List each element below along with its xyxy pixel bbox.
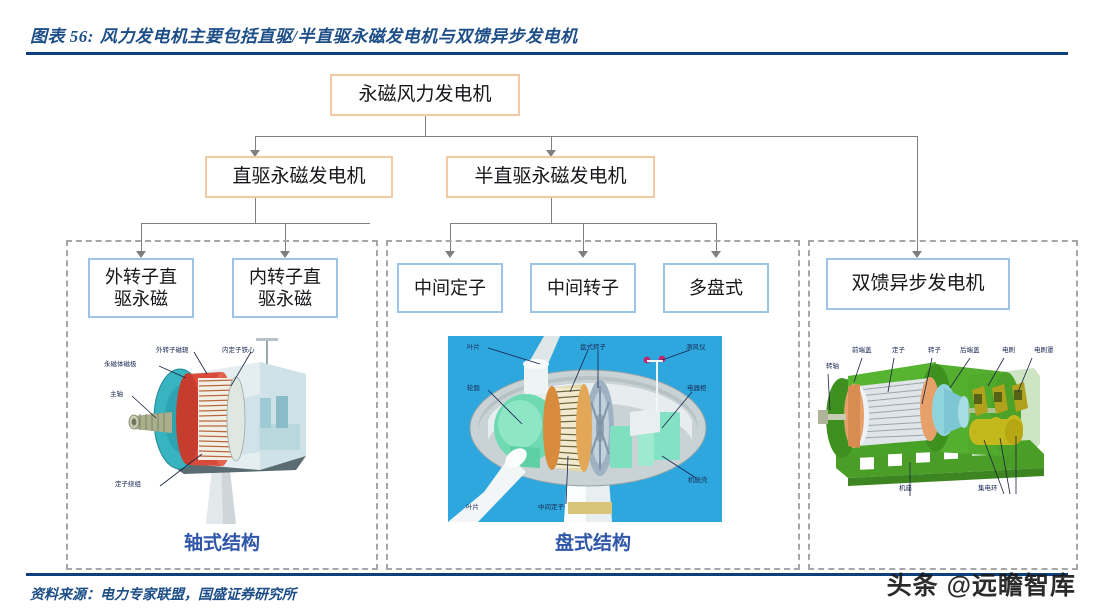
node-multi-disc[interactable]: 多盘式	[663, 263, 769, 313]
dfig-label-front-cover: 前端盖	[852, 347, 872, 354]
node-semi-direct-drive-pm-generator[interactable]: 半直驱永磁发电机	[446, 156, 655, 198]
arrow-multi-disc	[711, 251, 721, 258]
node-middle-stator[interactable]: 中间定子	[397, 263, 503, 313]
axial-flux-generator-cutaway	[110, 334, 360, 524]
node-permanent-magnet-wind-generator[interactable]: 永磁风力发电机	[330, 74, 520, 116]
connector-direct-right	[285, 223, 286, 253]
connector-direct-bus	[141, 223, 370, 224]
node-label: 多盘式	[689, 277, 743, 298]
node-label: 半直驱永磁发电机	[474, 166, 627, 188]
arrow-semidirect	[546, 150, 556, 157]
arrow-inner-rotor	[280, 251, 290, 258]
dfig-label-shaft: 转轴	[826, 363, 839, 370]
caption-axial-structure: 轴式结构	[183, 533, 260, 554]
axial-label-inner-core: 内定子铁心	[222, 347, 255, 354]
node-label: 直驱永磁发电机	[232, 166, 366, 188]
connector-semidirect-b	[583, 223, 584, 253]
page-title: 图表 56: 风力发电机主要包括直驱/半直驱永磁发电机与双馈异步发电机	[30, 22, 578, 47]
connector-semidirect-stem	[551, 198, 552, 223]
disc-label-nacelle-shell: 机舱壳	[688, 477, 708, 484]
connector-semidirect-c	[716, 223, 717, 253]
connector-drop-dfig	[917, 136, 918, 253]
arrow-middle-stator	[445, 251, 455, 258]
node-label: 内转子直 驱永磁	[249, 266, 321, 310]
disc-label-electrical-cabinet: 电器柜	[687, 385, 707, 392]
caption-disc-structure: 盘式结构	[554, 533, 631, 554]
dfig-label-brush: 电刷	[1002, 347, 1015, 354]
node-label: 永磁风力发电机	[358, 84, 492, 106]
disc-label-hub: 轮毂	[467, 385, 480, 392]
dfig-label-rear-cover: 后端盖	[960, 347, 980, 354]
dfig-label-rotor: 转子	[928, 347, 941, 354]
axial-label-stator-winding: 定子绕组	[115, 481, 141, 488]
connector-direct-left	[141, 223, 142, 253]
dfig-label-base: 机座	[899, 485, 912, 492]
dfig-label-slip-ring: 集电环	[978, 485, 998, 492]
node-direct-drive-pm-generator[interactable]: 直驱永磁发电机	[205, 156, 393, 198]
connector-semidirect-a	[450, 223, 451, 253]
figure-number: 图表 56:	[30, 27, 94, 46]
connector-direct-stem	[255, 198, 256, 223]
node-label: 外转子直 驱永磁	[105, 266, 177, 310]
header-divider	[26, 52, 1068, 55]
connector-drop-direct	[255, 136, 256, 152]
node-inner-rotor-direct-pm[interactable]: 内转子直 驱永磁	[232, 258, 338, 318]
dfig-label-stator: 定子	[892, 347, 905, 354]
watermark: 头条 @远瞻智库	[886, 572, 1076, 600]
connector-level2-bus	[255, 136, 917, 137]
group-dfig	[808, 240, 1078, 570]
node-doubly-fed-induction-generator[interactable]: 双馈异步发电机	[826, 258, 1010, 310]
axial-label-outer-yoke: 外转子磁轭	[156, 347, 189, 354]
dfig-label-brush-cover: 电刷罩	[1034, 347, 1054, 354]
node-label: 双馈异步发电机	[851, 273, 985, 295]
node-outer-rotor-direct-pm[interactable]: 外转子直 驱永磁	[88, 258, 194, 318]
connector-root-stem	[425, 116, 426, 136]
disc-label-blade-top: 叶片	[467, 344, 480, 351]
disc-label-anemometer: 测风仪	[686, 344, 706, 351]
footer-divider	[26, 573, 1068, 576]
axial-label-main-shaft: 主轴	[110, 391, 123, 398]
disc-label-middle-stator: 中间定子	[538, 504, 564, 511]
disc-type-nacelle-cutaway	[448, 336, 722, 522]
node-middle-rotor[interactable]: 中间转子	[530, 263, 636, 313]
figure-title-text: 风力发电机主要包括直驱/半直驱永磁发电机与双馈异步发电机	[99, 27, 578, 46]
axial-label-magnet-pole: 永磁体磁极	[104, 361, 137, 368]
arrow-middle-rotor	[578, 251, 588, 258]
group-axial	[66, 240, 378, 570]
connector-drop-semidirect	[551, 136, 552, 152]
source-note: 资料来源：电力专家联盟，国盛证券研究所	[30, 588, 296, 603]
disc-label-disc-rotor: 盘式转子	[580, 344, 606, 351]
node-label: 中间定子	[414, 277, 486, 298]
arrow-direct	[250, 150, 260, 157]
arrow-outer-rotor	[136, 251, 146, 258]
doubly-fed-induction-generator-cutaway	[818, 336, 1068, 508]
node-label: 中间转子	[547, 277, 619, 298]
group-disc	[386, 240, 800, 570]
disc-label-blade-bottom: 叶片	[466, 504, 479, 511]
arrow-dfig	[912, 251, 922, 258]
